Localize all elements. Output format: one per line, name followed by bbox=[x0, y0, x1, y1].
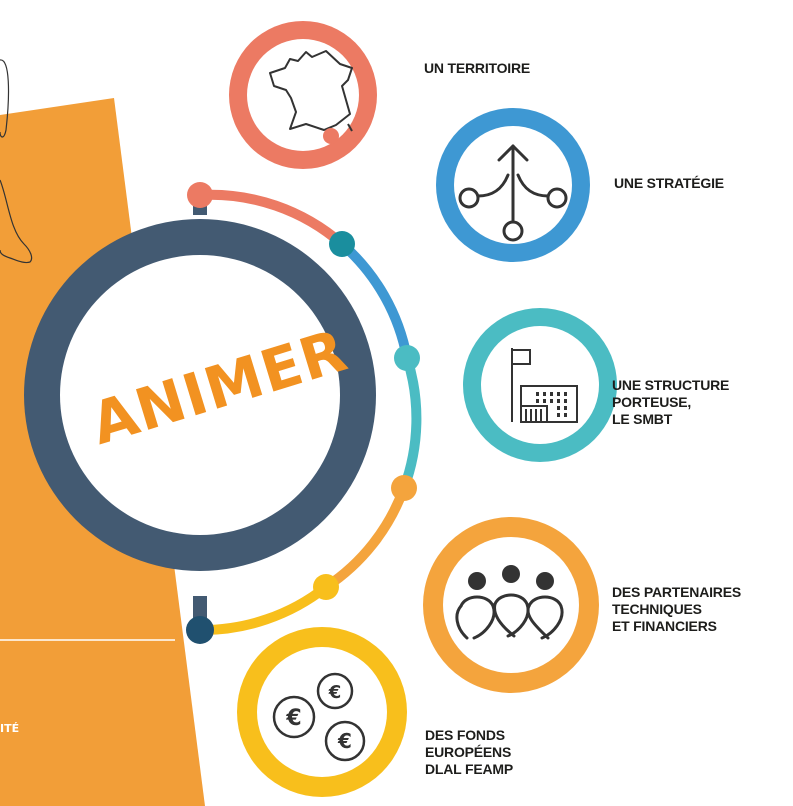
item-fonds: € € € bbox=[237, 627, 407, 797]
label-partenaires: DES PARTENAIRES TECHNIQUES ET FINANCIERS bbox=[612, 584, 741, 635]
label-line: ET FINANCIERS bbox=[612, 618, 717, 634]
item-partenaires bbox=[423, 517, 599, 693]
france-map-icon bbox=[269, 50, 353, 132]
dot-partenaires bbox=[391, 475, 417, 501]
building-windows bbox=[536, 392, 567, 417]
label-territoire: UN TERRITOIRE bbox=[424, 60, 530, 77]
label-line: UNE STRUCTURE bbox=[612, 377, 730, 393]
bottom-stem bbox=[193, 596, 207, 622]
label-line: UNE STRATÉGIE bbox=[614, 175, 724, 191]
label-line: PORTEUSE, bbox=[612, 394, 692, 410]
branching-arrows-icon bbox=[458, 144, 568, 242]
sketch-fragment bbox=[0, 59, 33, 264]
label-line: UN TERRITOIRE bbox=[424, 60, 531, 76]
dot-fonds bbox=[313, 574, 339, 600]
dot-structure bbox=[394, 345, 420, 371]
euro-coins-icon bbox=[272, 672, 366, 762]
dot-bottom bbox=[186, 616, 214, 644]
item-territoire bbox=[229, 21, 377, 169]
building-flag-icon bbox=[511, 348, 578, 423]
dot-territoire bbox=[187, 182, 213, 208]
label-line: DLAL FEAMP bbox=[425, 761, 513, 777]
label-line: LE SMBT bbox=[612, 411, 673, 427]
label-line: TECHNIQUES bbox=[612, 601, 702, 617]
label-fonds: DES FONDS EUROPÉENS DLAL FEAMP bbox=[425, 727, 513, 778]
label-strategie: UNE STRATÉGIE bbox=[614, 175, 724, 192]
item-structure bbox=[463, 308, 617, 462]
coin-symbol-1: € bbox=[285, 706, 301, 731]
coin-symbol-3: € bbox=[337, 729, 352, 753]
label-structure: UNE STRUCTURE PORTEUSE, LE SMBT bbox=[612, 377, 729, 428]
coin-symbol-2: € bbox=[328, 682, 342, 703]
label-line: DES PARTENAIRES bbox=[612, 584, 741, 600]
location-dot bbox=[323, 128, 339, 144]
label-line: EUROPÉENS bbox=[425, 744, 512, 760]
connector-arc bbox=[195, 189, 422, 636]
side-text-fragment: ITÉ bbox=[0, 722, 20, 735]
people-linked-icon bbox=[455, 565, 564, 640]
label-line: DES FONDS bbox=[425, 727, 505, 743]
dot-strategie bbox=[329, 231, 355, 257]
animer-disc bbox=[60, 255, 340, 535]
item-strategie bbox=[436, 108, 590, 262]
